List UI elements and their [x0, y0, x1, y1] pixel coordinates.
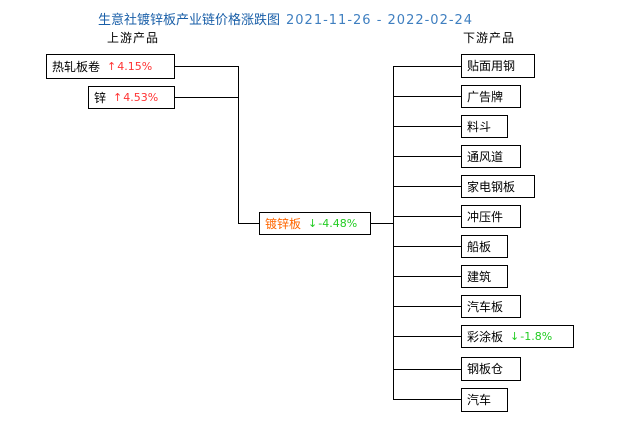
- node-label: 彩涂板: [467, 329, 504, 344]
- downstream-node-料斗[interactable]: 料斗: [461, 115, 508, 138]
- downstream-node-汽车板[interactable]: 汽车板: [461, 295, 521, 318]
- connector-upstream-1: [175, 97, 239, 98]
- downstream-node-船板[interactable]: 船板: [461, 235, 508, 258]
- node-change: ↓-4.48%: [308, 218, 357, 229]
- connector-upstream-bus: [238, 66, 239, 224]
- downstream-node-通风道[interactable]: 通风道: [461, 145, 521, 168]
- up-arrow-icon: ↑: [113, 91, 123, 104]
- node-label: 热轧板卷: [52, 59, 101, 74]
- node-label: 建筑: [467, 269, 492, 284]
- connector-downstream-4: [393, 186, 461, 187]
- downstream-node-家电钢板[interactable]: 家电钢板: [461, 175, 535, 198]
- connector-downstream-9: [393, 336, 461, 337]
- connector-upstream-0: [175, 66, 239, 67]
- node-label: 汽车板: [467, 299, 504, 314]
- connector-downstream-8: [393, 306, 461, 307]
- node-change-value: 4.15%: [117, 60, 153, 73]
- downstream-column-header: 下游产品: [463, 31, 516, 45]
- node-label: 钢板仓: [467, 362, 504, 376]
- connector-upstream-to-center: [238, 223, 260, 224]
- connector-downstream-3: [393, 156, 461, 157]
- connector-downstream-0: [393, 66, 461, 67]
- node-change-value: 4.53%: [123, 91, 159, 104]
- node-label: 贴面用钢: [467, 59, 516, 73]
- node-change: ↑4.15%: [107, 61, 152, 72]
- connector-downstream-bus: [393, 66, 394, 399]
- node-label: 汽车: [467, 393, 492, 407]
- connector-downstream-2: [393, 126, 461, 127]
- downstream-node-钢板仓[interactable]: 钢板仓: [461, 357, 521, 381]
- connector-downstream-6: [393, 246, 461, 247]
- center-node-镀锌板[interactable]: 镀锌板 ↓-4.48%: [259, 212, 371, 235]
- node-label: 家电钢板: [467, 179, 516, 194]
- connector-downstream-1: [393, 96, 461, 97]
- up-arrow-icon: ↑: [107, 60, 117, 73]
- node-change-value: -4.48%: [318, 217, 358, 230]
- node-label: 料斗: [467, 119, 492, 134]
- connector-downstream-7: [393, 276, 461, 277]
- page-title-main: 生意社镀锌板产业链价格涨跌图: [98, 13, 281, 28]
- upstream-column-header: 上游产品: [107, 31, 160, 45]
- downstream-node-汽车[interactable]: 汽车: [461, 388, 508, 412]
- downstream-node-广告牌[interactable]: 广告牌: [461, 85, 521, 108]
- down-arrow-icon: ↓: [510, 330, 520, 343]
- connector-downstream-5: [393, 216, 461, 217]
- downstream-node-彩涂板[interactable]: 彩涂板 ↓-1.8%: [461, 325, 574, 348]
- connector-downstream-11: [393, 399, 461, 400]
- connector-downstream-10: [393, 369, 461, 370]
- page-title-date-range: 2021-11-26 - 2022-02-24: [286, 13, 474, 28]
- connector-center-to-downstream: [371, 223, 394, 224]
- node-label: 冲压件: [467, 209, 504, 224]
- node-label: 广告牌: [467, 89, 504, 104]
- node-label: 锌: [94, 90, 107, 105]
- downstream-node-贴面用钢[interactable]: 贴面用钢: [461, 54, 535, 78]
- node-label: 通风道: [467, 149, 504, 164]
- node-change: ↑4.53%: [113, 92, 158, 103]
- page-title: 生意社镀锌板产业链价格涨跌图 2021-11-26 - 2022-02-24: [98, 9, 473, 28]
- down-arrow-icon: ↓: [308, 217, 318, 230]
- node-change: ↓-1.8%: [510, 331, 552, 342]
- node-label: 船板: [467, 239, 492, 254]
- downstream-node-冲压件[interactable]: 冲压件: [461, 205, 521, 228]
- upstream-node-热轧板卷[interactable]: 热轧板卷 ↑4.15%: [46, 54, 175, 79]
- node-change-value: -1.8%: [520, 330, 553, 343]
- upstream-node-锌[interactable]: 锌 ↑4.53%: [88, 86, 175, 109]
- downstream-node-建筑[interactable]: 建筑: [461, 265, 508, 288]
- node-label: 镀锌板: [265, 216, 302, 231]
